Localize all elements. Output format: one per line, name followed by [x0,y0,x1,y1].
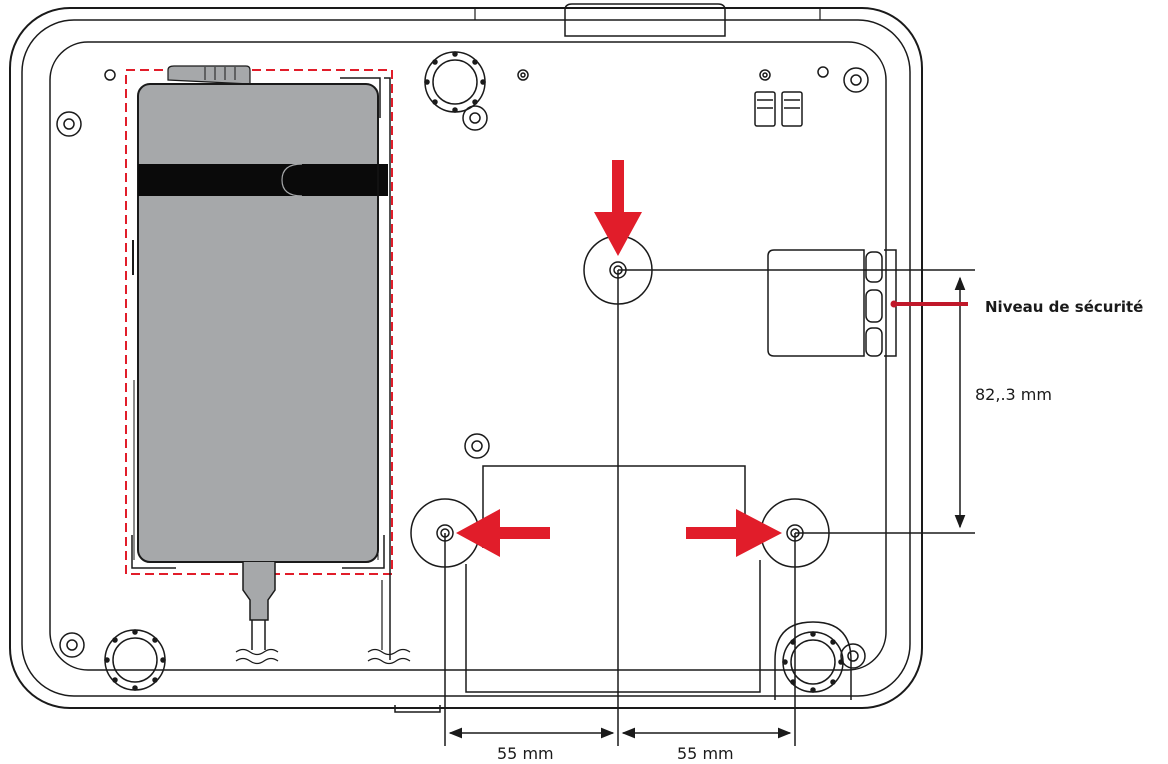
arrow-left [456,509,550,557]
screw-bottom-left [59,632,85,658]
foot-top-mid [424,51,486,113]
base-plate [465,465,761,693]
screw-bottom-right [840,643,866,669]
mount-holes [410,235,830,568]
side-latch [767,249,897,357]
dimension-lines [444,269,975,746]
right-spacing-label: 55 mm [677,744,734,763]
power-adapter [125,65,411,665]
screws [56,66,869,669]
arrow-right [686,509,782,557]
foot-bottom-right [774,621,852,700]
feet [104,51,852,700]
screw-mid [464,433,490,459]
screw-top-left [56,111,82,137]
mount-depth-label: 82,.3 mm [975,385,1052,404]
left-spacing-label: 55 mm [497,744,554,763]
rear-connectors [754,91,803,127]
foot-bottom-left [104,629,166,691]
screw-top-right [843,67,869,93]
safety-pointer [890,300,968,308]
screw-top-mid [462,105,488,131]
arrow-down [594,160,642,256]
safety-level-label: Niveau de sécurité [985,298,1144,316]
red-pointer-arrows [456,160,782,557]
